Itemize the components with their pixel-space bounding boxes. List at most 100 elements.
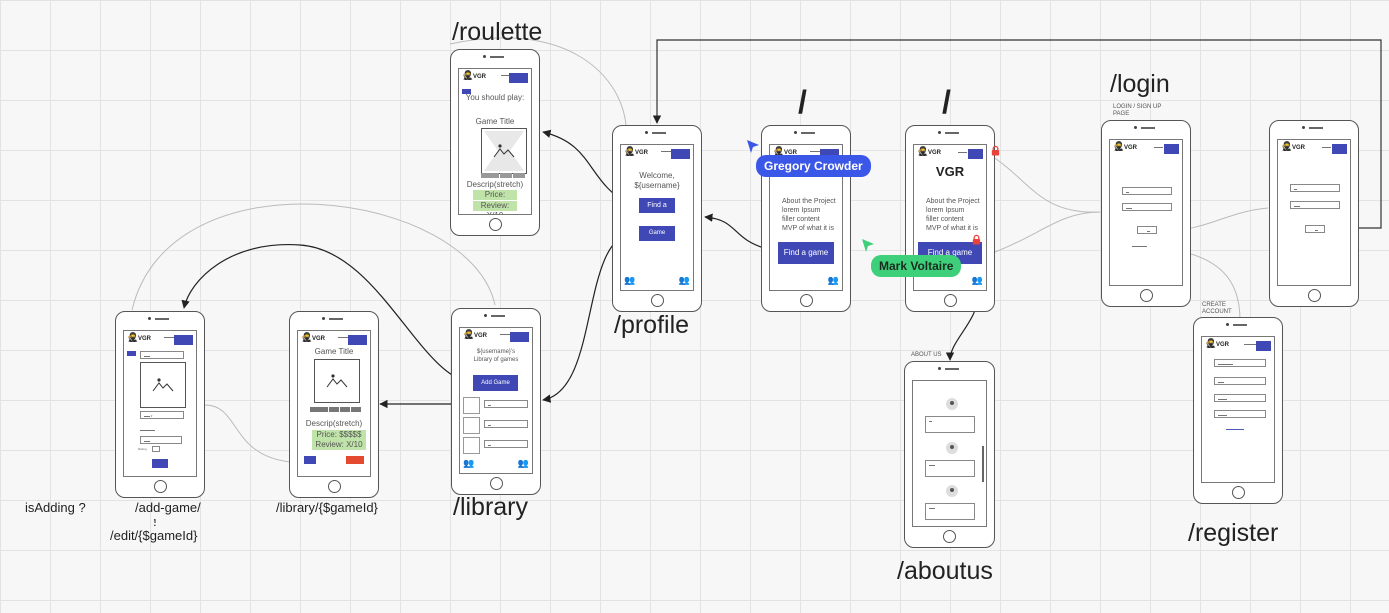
roulette-game-title: Game Title bbox=[475, 117, 515, 126]
team-icon[interactable]: 👥 bbox=[827, 275, 839, 285]
phone-roulette: 🥷 VGR ▬▬▬▬▬ You should play: Game Title … bbox=[450, 49, 540, 236]
profile-username: ${username} bbox=[634, 181, 680, 190]
password-field[interactable]: ▬▬ bbox=[1290, 201, 1340, 209]
genre-tag bbox=[513, 173, 525, 178]
team-member-card: ▬▬ bbox=[925, 460, 975, 477]
register-screen: 🥷 VGR ▬▬▬▬▬ ▬▬▬▬▬ ▬▬ ▬▬▬ ▬▬▬ ▬▬▬▬▬▬ bbox=[1201, 336, 1275, 483]
submit-button[interactable] bbox=[152, 459, 168, 468]
connector-roulette-profile bbox=[449, 37, 627, 126]
label-about-us: ABOUT US bbox=[911, 352, 942, 358]
profile-welcome: Welcome, bbox=[639, 171, 675, 180]
game-detail-screen: 🥷 VGR ▬▬▬▬▬ Game Title Descrip(stretch) … bbox=[297, 330, 371, 477]
price-field[interactable]: ▬▬ bbox=[140, 436, 182, 444]
team-icon[interactable]: 👥 bbox=[678, 275, 690, 285]
phone-add-game: 🥷 VGR ▬▬▬▬▬ ▬▬ ▬▬ ▾ ▬▬▬▬▬ ▬▬ Rating bbox=[115, 311, 205, 498]
roulette-price: Price: $$$$$ bbox=[473, 190, 517, 209]
team-icon[interactable]: 👥 bbox=[517, 458, 529, 468]
header-button[interactable] bbox=[348, 335, 367, 345]
game-library-button[interactable]: Game Library bbox=[639, 226, 675, 251]
route-label-game-detail: /library/{$gameId} bbox=[276, 500, 378, 515]
condition-label-is-adding: isAdding ? bbox=[25, 500, 86, 515]
roulette-review: Review: X/10 bbox=[473, 201, 517, 214]
library-screen: 🥷 VGR ▬▬▬▬▬ ${username}'s Library of gam… bbox=[459, 327, 533, 474]
library-game-row[interactable]: ▬ bbox=[484, 440, 528, 448]
header-button[interactable] bbox=[671, 149, 690, 159]
home-button[interactable] bbox=[943, 294, 957, 307]
header-button[interactable] bbox=[1164, 144, 1179, 154]
add-game-image[interactable] bbox=[140, 362, 186, 408]
brand-name: VGR bbox=[138, 336, 152, 342]
menu-button[interactable] bbox=[462, 89, 471, 94]
connector-addgame-library bbox=[131, 203, 496, 311]
home-button[interactable] bbox=[1139, 289, 1153, 302]
header-button[interactable] bbox=[820, 149, 839, 159]
add-game-button[interactable]: Add Game bbox=[473, 375, 518, 391]
image-placeholder-icon bbox=[152, 378, 174, 392]
ninja-logo-icon: 🥷 bbox=[1205, 338, 1217, 348]
route-label-library: /library bbox=[453, 493, 529, 521]
rating-label: Rating bbox=[138, 447, 147, 451]
home-button[interactable] bbox=[489, 477, 503, 490]
home-button[interactable] bbox=[1307, 289, 1321, 302]
collaborator-cursor-mark: Mark Voltaire bbox=[871, 255, 962, 277]
team-icon[interactable]: 👥 bbox=[971, 275, 983, 285]
home-button[interactable] bbox=[327, 480, 341, 493]
header-button[interactable] bbox=[509, 73, 528, 83]
user-group-icon[interactable]: 👥 bbox=[463, 458, 475, 468]
ninja-logo-icon: 🥷 bbox=[127, 332, 139, 342]
password-field[interactable]: ▬▬ bbox=[1122, 203, 1172, 211]
library-game-thumb[interactable] bbox=[463, 437, 480, 454]
delete-game-button[interactable] bbox=[346, 456, 364, 464]
home-button[interactable] bbox=[650, 294, 664, 307]
profile-screen: 🥷 VGR ▬▬▬▬▬ Welcome, ${username} Find a … bbox=[620, 144, 694, 291]
find-game-button[interactable]: Find a game! bbox=[639, 198, 675, 224]
ninja-logo-icon: 🥷 bbox=[773, 146, 785, 156]
menu-button[interactable] bbox=[127, 351, 136, 356]
scrollbar[interactable] bbox=[982, 446, 984, 482]
brand-name: VGR bbox=[635, 150, 649, 156]
game-title-field[interactable]: ▬▬ bbox=[140, 351, 184, 359]
library-game-row[interactable]: ▬ bbox=[484, 400, 528, 408]
image-placeholder-icon bbox=[326, 374, 348, 388]
home-button[interactable] bbox=[488, 218, 502, 231]
email-field[interactable]: ▬ bbox=[1122, 187, 1172, 195]
home-button[interactable] bbox=[1231, 486, 1245, 499]
header-button[interactable] bbox=[968, 149, 983, 159]
login-button[interactable]: ▬ bbox=[1305, 225, 1325, 233]
find-game-button[interactable]: Find a game bbox=[778, 242, 834, 264]
genre-tag bbox=[500, 173, 512, 178]
email-field[interactable]: ▬▬ bbox=[1214, 377, 1266, 385]
rating-stepper[interactable] bbox=[152, 446, 160, 452]
phone-library: 🥷 VGR ▬▬▬▬▬ ${username}'s Library of gam… bbox=[451, 308, 541, 495]
cursor-arrow-icon bbox=[862, 239, 874, 252]
home-button[interactable] bbox=[943, 530, 956, 543]
user-group-icon[interactable]: 👥 bbox=[624, 275, 636, 285]
header-button[interactable] bbox=[174, 335, 193, 345]
phone-home-auth: 🥷 VGR ▬▬▬ VGR About the Project lorem Ip… bbox=[905, 125, 995, 312]
genre-select[interactable]: ▬▬ ▾ bbox=[140, 411, 184, 419]
header-button[interactable] bbox=[1332, 144, 1347, 154]
library-game-thumb[interactable] bbox=[463, 397, 480, 414]
home-button[interactable] bbox=[799, 294, 813, 307]
login-button[interactable]: ▬ bbox=[1137, 226, 1157, 234]
phone-profile: 🥷 VGR ▬▬▬▬▬ Welcome, ${username} Find a … bbox=[612, 125, 702, 312]
header-button[interactable] bbox=[510, 332, 529, 342]
library-game-thumb[interactable] bbox=[463, 417, 480, 434]
username-field[interactable]: ▬▬▬▬▬ bbox=[1214, 359, 1266, 367]
lorem-line: lorem Ipsum bbox=[926, 207, 965, 214]
label-create-account: CREATE ACCOUNT bbox=[1202, 302, 1232, 315]
signup-link[interactable]: ▬▬▬▬▬ bbox=[1132, 244, 1147, 248]
game-detail-descrip: Descrip(stretch) bbox=[305, 419, 363, 428]
library-game-row[interactable]: ▬ bbox=[484, 420, 528, 428]
register-button[interactable]: ▬▬▬▬▬▬ bbox=[1226, 427, 1244, 431]
password-field[interactable]: ▬▬▬ bbox=[1214, 394, 1266, 402]
confirm-password-field[interactable]: ▬▬▬ bbox=[1214, 410, 1266, 418]
edit-game-button[interactable] bbox=[304, 456, 316, 464]
team-member-avatar bbox=[946, 485, 958, 497]
header-button[interactable] bbox=[1256, 341, 1271, 351]
email-field[interactable]: ▬ bbox=[1290, 184, 1340, 192]
brand-name: VGR bbox=[784, 150, 798, 156]
game-detail-image bbox=[314, 359, 360, 403]
home-button[interactable] bbox=[153, 480, 167, 493]
route-label-profile: /profile bbox=[614, 311, 690, 339]
